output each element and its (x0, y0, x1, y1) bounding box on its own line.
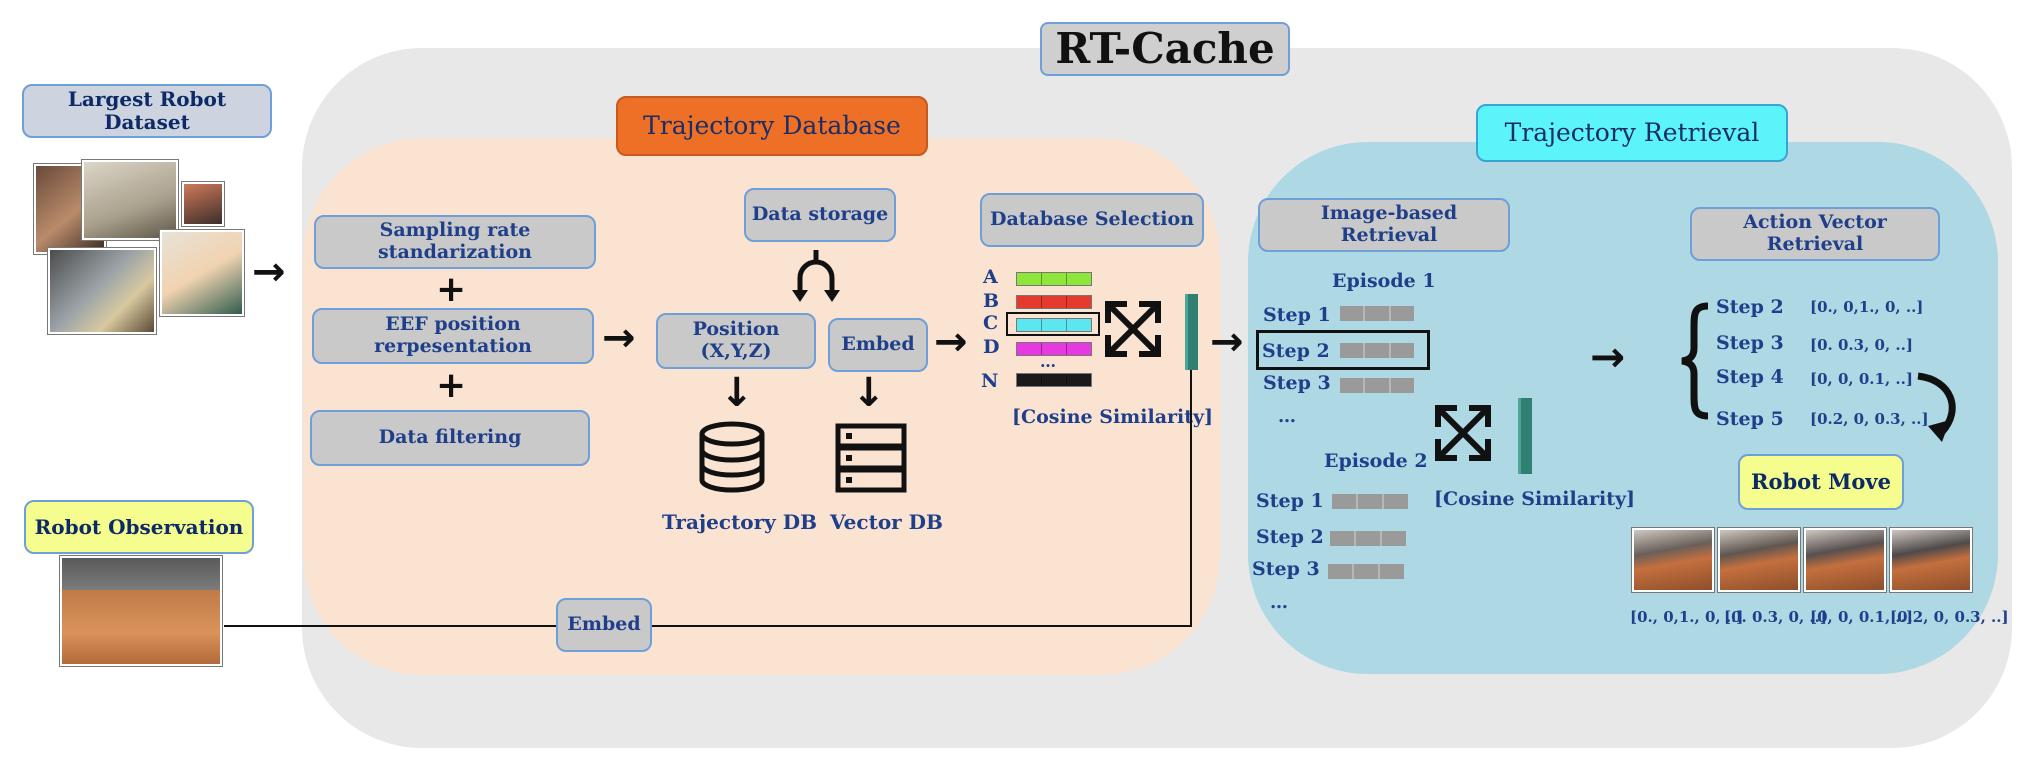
episode-1-step-1: Step 1 (1263, 304, 1331, 326)
database-cosine-label: [Cosine Similarity] (1012, 406, 1214, 428)
dataset-photo-5 (160, 230, 244, 316)
arrow-retrieval-to-actions: → (1590, 332, 1626, 381)
robot-frame-1 (1632, 528, 1714, 592)
episode-1-step-2: Step 2 (1262, 340, 1330, 362)
data-filtering-box: Data filtering (310, 410, 590, 466)
dataset-image-collage (34, 160, 248, 336)
episode-2-step-2-bar (1330, 531, 1406, 546)
row-letter-d: D (983, 336, 1000, 358)
row-ellipsis: … (1040, 352, 1056, 371)
row-letter-n: N (981, 370, 999, 392)
episode-2-ellipsis: … (1270, 592, 1288, 613)
rt-cache-title: RT-Cache (1040, 22, 1290, 76)
row-bar-b (1016, 295, 1092, 309)
episode-2-label: Episode 2 (1324, 450, 1428, 472)
observation-embed-box: Embed (556, 598, 652, 652)
action-step-2: Step 2 (1716, 296, 1784, 318)
dataset-photo-4 (48, 248, 156, 334)
episode-1-selected-step (1256, 330, 1430, 370)
query-vector-strip (1185, 294, 1198, 370)
database-selection-box: Database Selection (980, 193, 1204, 247)
arrow-selection-to-retrieval: → (1210, 319, 1244, 365)
dataset-photo-3 (182, 182, 224, 226)
action-vector-4: [0, 0, 0.1, ..] (1810, 370, 1913, 388)
data-storage-box: Data storage (744, 188, 896, 242)
observation-line-vertical (1190, 370, 1192, 627)
arrow-embed-down: ↓ (852, 370, 886, 416)
vector-db-label: Vector DB (830, 510, 943, 534)
row-letter-b: B (983, 290, 1000, 312)
arrow-dataset-to-preprocess: → (252, 249, 286, 295)
observation-line-right (652, 625, 1192, 627)
split-arrow-icon (792, 250, 840, 302)
compare-expand-icon (1105, 301, 1161, 357)
eef-position-box: EEF position rerpesentation (312, 308, 594, 364)
episode-1-step-3: Step 3 (1263, 372, 1331, 394)
episode-2-step-3: Step 3 (1252, 558, 1320, 580)
action-vector-retrieval-box: Action Vector Retrieval (1690, 207, 1940, 261)
trajectory-retrieval-title: Trajectory Retrieval (1476, 104, 1788, 162)
action-vector-5: [0.2, 0, 0.3, ..] (1810, 410, 1929, 428)
row-bar-c (1016, 318, 1092, 332)
plus-1: + (436, 269, 467, 310)
robot-move-box: Robot Move (1738, 454, 1904, 510)
episode-1-step-2-bar (1340, 343, 1414, 358)
retrieval-compare-icon (1435, 405, 1491, 461)
observation-line-left (224, 625, 556, 627)
action-step-3: Step 3 (1716, 332, 1784, 354)
trajectory-db-icon (699, 421, 765, 493)
episode-2-step-1: Step 1 (1256, 490, 1324, 512)
arrow-position-down: ↓ (720, 370, 754, 416)
row-letter-a: A (983, 266, 998, 288)
frame-vector-1: [0., 0,1., 0, ..] (1630, 608, 1744, 626)
episode-1-step-1-bar (1340, 306, 1414, 321)
arrow-preprocess-to-position: → (602, 315, 636, 361)
robot-frame-3 (1804, 528, 1886, 592)
dataset-photo-2 (82, 160, 178, 240)
curly-brace-icon (1681, 302, 1709, 420)
selected-row-highlight (1006, 312, 1100, 336)
trajectory-db-label: Trajectory DB (662, 510, 818, 534)
image-based-retrieval-box: Image-based Retrieval (1258, 198, 1510, 252)
frame-vector-2: [0. 0.3, 0, ..] (1724, 608, 1827, 626)
trajectory-database-title: Trajectory Database (616, 96, 928, 156)
largest-robot-dataset-label: Largest Robot Dataset (22, 84, 272, 138)
action-vector-3: [0. 0.3, 0, ..] (1810, 336, 1913, 354)
row-bar-a (1016, 272, 1092, 286)
episode-2-step-2: Step 2 (1256, 526, 1324, 548)
retrieval-query-vector (1518, 398, 1532, 474)
vector-db-icon (835, 423, 907, 493)
retrieval-cosine-label: [Cosine Similarity] (1434, 488, 1636, 510)
robot-observation-label: Robot Observation (24, 500, 254, 554)
curved-arrow-icon (1917, 372, 1956, 442)
arrow-embed-to-selection: → (934, 319, 968, 365)
plus-2: + (436, 365, 467, 406)
action-step-4: Step 4 (1716, 366, 1784, 388)
row-bar-n (1016, 373, 1092, 387)
robot-observation-photo (60, 556, 222, 666)
robot-frame-4 (1890, 528, 1972, 592)
episode-1-label: Episode 1 (1332, 270, 1436, 292)
embed-box: Embed (828, 318, 928, 372)
sampling-rate-box: Sampling rate standarization (314, 215, 596, 269)
position-box: Position (X,Y,Z) (656, 313, 816, 369)
episode-2-step-1-bar (1332, 494, 1408, 509)
robot-frame-2 (1718, 528, 1800, 592)
episode-1-step-3-bar (1340, 378, 1414, 393)
action-vector-2: [0., 0,1., 0, ..] (1810, 298, 1924, 316)
row-letter-c: C (983, 312, 999, 334)
episode-2-step-3-bar (1328, 564, 1404, 579)
row-bar-d (1016, 342, 1092, 356)
frame-vector-3: [0, 0, 0.1, ..] (1810, 608, 1913, 626)
action-step-5: Step 5 (1716, 408, 1784, 430)
frame-vector-4: [0.2, 0, 0.3, ..] (1890, 608, 2009, 626)
episode-1-ellipsis: … (1278, 406, 1296, 427)
